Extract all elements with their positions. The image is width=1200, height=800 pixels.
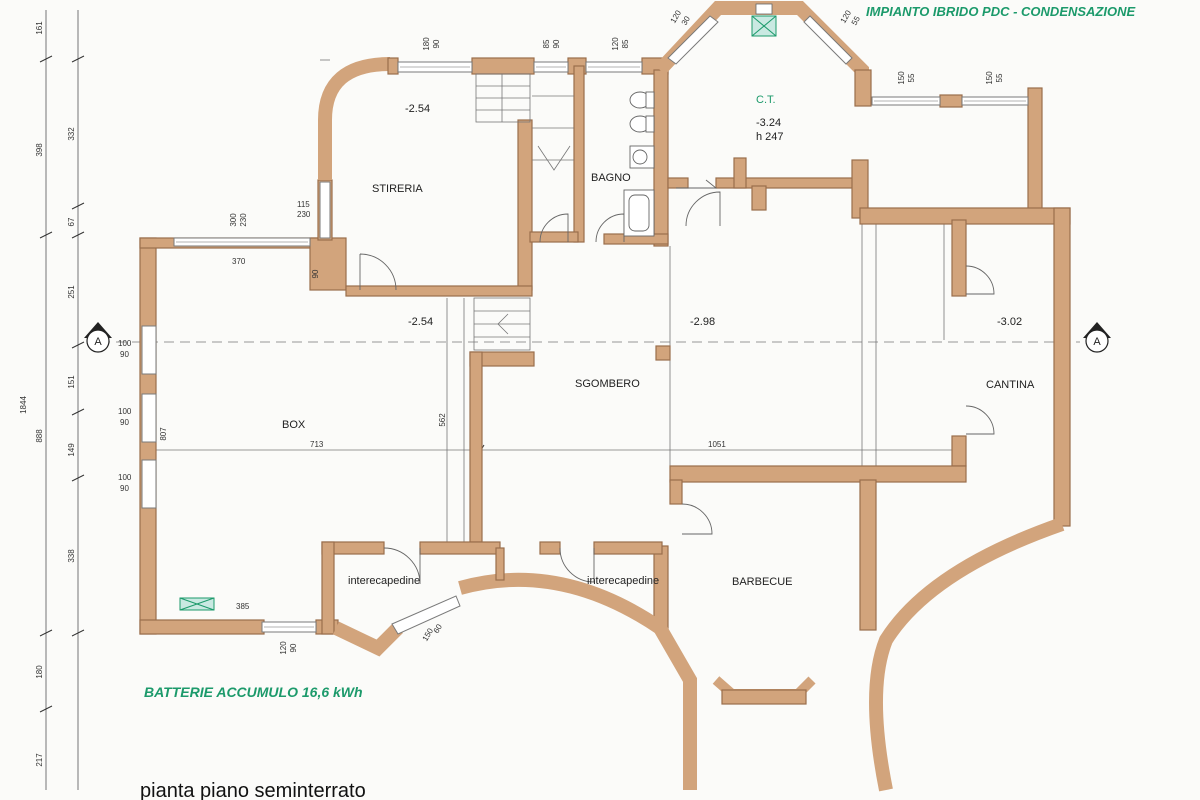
room-intercapedine-right: interecapedine	[587, 575, 659, 587]
win-bagno-top-a: 120	[611, 37, 620, 51]
dim-right-width: 1051	[708, 440, 726, 449]
win-stireria-side-b: 230	[297, 210, 311, 219]
dim-box-width: 713	[310, 440, 324, 449]
window-labels: 180 90 85 90 120 85 120 30 120 55 150 55…	[118, 8, 1004, 654]
dim-left-outer-3: 888	[35, 429, 44, 443]
dim-left-outer-4: 180	[35, 665, 44, 679]
dim-left-outer-2: 398	[35, 143, 44, 157]
svg-text:A: A	[1093, 336, 1101, 348]
level-sgombero: -2.98	[690, 316, 715, 328]
win-ct-east-b2: 55	[995, 73, 1004, 82]
dim-left-inner-4: 151	[67, 375, 76, 389]
construction-lines	[156, 59, 955, 544]
win-stair-top-a: 85	[542, 39, 551, 48]
win-box-west-b2: 90	[120, 418, 129, 427]
level-stireria: -2.54	[405, 103, 430, 115]
walls	[139, 1, 1071, 792]
room-cantina: CANTINA	[986, 379, 1035, 391]
section-marker-left: A	[84, 322, 112, 353]
win-box-south-b: 90	[289, 643, 298, 652]
win-box-west-b1: 100	[118, 407, 132, 416]
win-stair-top-b: 90	[552, 39, 561, 48]
left-dimension-chain: 1844 161 398 888 180 217 332 67 251 151 …	[19, 10, 85, 790]
dim-left-inner-1: 332	[67, 127, 76, 141]
plan-title: pianta piano seminterrato	[140, 780, 366, 800]
level-ct-height: h 247	[756, 131, 784, 143]
room-bagno: BAGNO	[591, 172, 631, 184]
room-barbecue: BARBECUE	[732, 576, 793, 588]
level-ct: -3.24	[756, 117, 781, 129]
win-box-west-a1: 100	[118, 339, 132, 348]
dim-left-inner-2: 67	[67, 217, 76, 226]
room-sgombero: SGOMBERO	[575, 378, 640, 390]
win-box-west-a2: 90	[120, 350, 129, 359]
room-intercapedine-left: interecapedine	[348, 575, 420, 587]
win-ct-east-a1: 150	[897, 71, 906, 85]
dim-left-total: 1844	[19, 396, 28, 414]
dim-box-height: 807	[159, 427, 168, 441]
win-box-top-b: 230	[239, 213, 248, 227]
dim-left-outer-5: 217	[35, 753, 44, 767]
internal-dimensions: 713 1051 562 807 370 385 90	[159, 257, 726, 611]
win-stireria-side-a: 115	[297, 200, 310, 209]
dim-sgombero-height: 562	[438, 413, 447, 427]
dim-left-inner-6: 338	[67, 549, 76, 563]
room-labels: STIRERIA BAGNO C.T. BOX SGOMBERO CANTINA…	[282, 94, 1035, 588]
win-box-west-c2: 90	[120, 484, 129, 493]
win-box-south-a: 120	[279, 641, 288, 655]
dim-left-inner-3: 251	[67, 285, 76, 299]
dim-left-inner-5: 149	[67, 443, 76, 457]
win-bagno-top-b: 85	[621, 39, 630, 48]
room-stireria: STIRERIA	[372, 183, 423, 195]
win-ct-east-b1: 150	[985, 71, 994, 85]
windows	[141, 15, 1029, 635]
dim-box-top: 370	[232, 257, 246, 266]
room-box: BOX	[282, 419, 306, 431]
win-box-top-a: 300	[229, 213, 238, 227]
dim-box-bottom: 385	[236, 602, 250, 611]
svg-text:A: A	[94, 336, 102, 348]
bathroom-fixtures	[623, 91, 655, 237]
doors	[359, 179, 995, 585]
dim-stireria-wall: 90	[311, 269, 320, 278]
level-cantina: -3.02	[997, 316, 1022, 328]
room-ct: C.T.	[756, 94, 776, 106]
dim-left-outer-1: 161	[35, 21, 44, 35]
staircase	[473, 73, 574, 351]
system-note: IMPIANTO IBRIDO PDC - CONDENSAZIONE	[866, 4, 1135, 19]
level-labels: -2.54 -2.54 -3.24 h 247 -2.98 -3.02	[405, 103, 1022, 328]
level-box: -2.54	[408, 316, 433, 328]
win-ct-right-b: 55	[850, 14, 863, 27]
equipment-symbols	[179, 3, 777, 611]
win-ct-east-a2: 55	[907, 73, 916, 82]
win-stireria-top-b: 90	[432, 39, 441, 48]
win-ct-left-b: 30	[680, 14, 693, 27]
battery-note: BATTERIE ACCUMULO 16,6 kWh	[144, 684, 363, 700]
win-stireria-top-a: 180	[422, 37, 431, 51]
section-marker-right: A	[1083, 322, 1111, 353]
win-box-west-c1: 100	[118, 473, 132, 482]
